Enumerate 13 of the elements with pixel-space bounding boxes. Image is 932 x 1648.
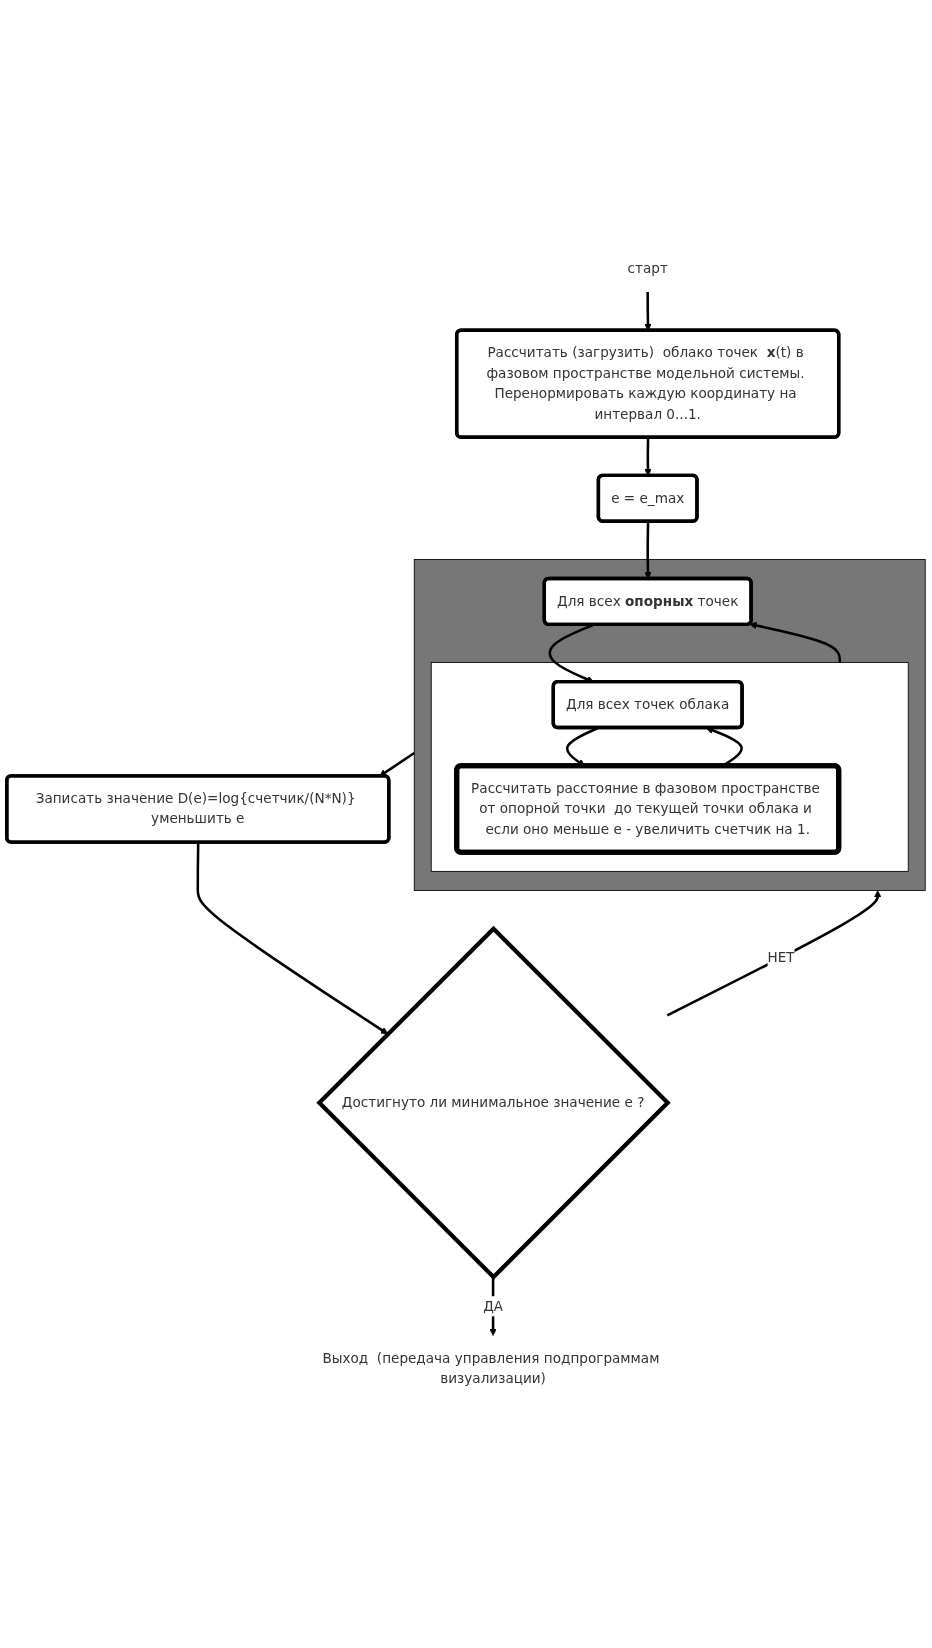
arrow xyxy=(749,621,842,663)
edge-label: ДА xyxy=(483,1297,504,1314)
arrow xyxy=(196,842,389,1035)
cluster xyxy=(413,559,926,891)
node-diamond: Достигнуто ли минимальное значение e ? xyxy=(316,925,671,1281)
arrow xyxy=(644,292,652,331)
cluster xyxy=(430,662,909,872)
arrow xyxy=(379,752,415,777)
node-text: старт xyxy=(627,260,668,277)
edge-label: НЕТ xyxy=(767,949,795,966)
node-text: Выход (передача управления подпрограммам визуализации) xyxy=(322,1350,660,1387)
arrow xyxy=(666,890,882,1017)
arrow xyxy=(489,1277,497,1336)
